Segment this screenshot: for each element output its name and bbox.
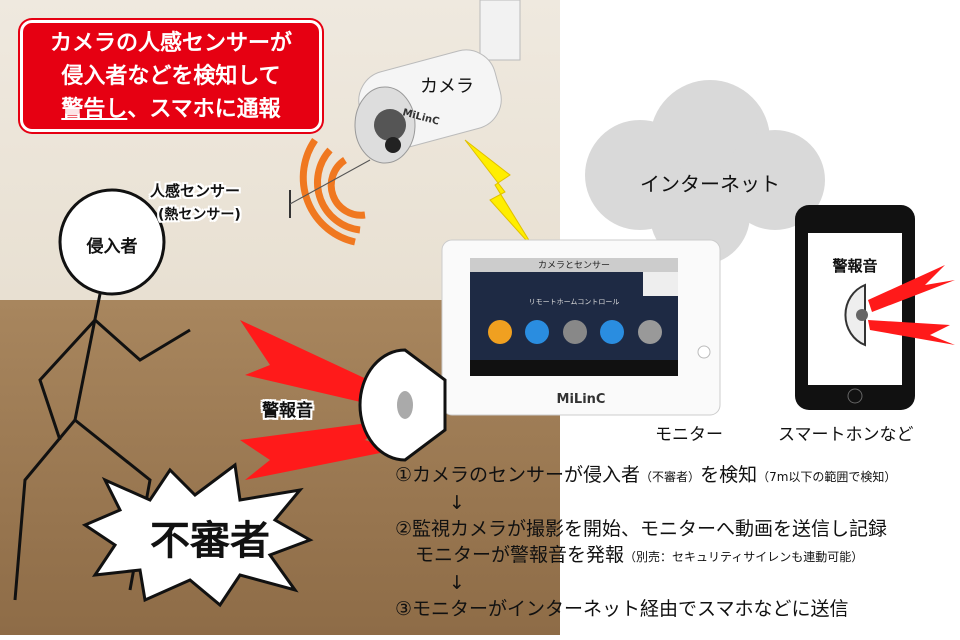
arrow-down-icon: ↓ bbox=[449, 572, 465, 594]
cloud-icon bbox=[585, 80, 825, 265]
monitor-illustration bbox=[441, 239, 721, 416]
arrow-down-icon: ↓ bbox=[449, 492, 465, 514]
callout-line: カメラの人感センサーが bbox=[49, 31, 292, 56]
cloud-label: インターネット bbox=[640, 172, 780, 196]
wireless-lightning-icon bbox=[464, 139, 536, 251]
smartphone-illustration bbox=[795, 205, 955, 410]
headline-callout: カメラの人感センサーが 侵入者などを検知して 警告し、スマホに通報 bbox=[20, 20, 322, 132]
monitor-label: モニター bbox=[655, 425, 723, 445]
alarm-label: 警報音 bbox=[262, 401, 313, 421]
monitor-screen-title: カメラとセンサー bbox=[537, 261, 610, 271]
step-1: ①カメラのセンサーが侵入者（不審者）を検知（7m以下の範囲で検知） bbox=[395, 464, 897, 486]
suspect-badge-text: 不審者 bbox=[150, 518, 270, 564]
sensor-label: 人感センサー bbox=[150, 182, 241, 200]
callout-emphasis: 警告し bbox=[61, 97, 128, 122]
process-steps: ①カメラのセンサーが侵入者（不審者）を検知（7m以下の範囲で検知） ↓ ②監視カ… bbox=[395, 462, 957, 620]
step-2b: モニターが警報音を発報（別売：セキュリティサイレンも連動可能） bbox=[415, 544, 864, 566]
step-2: ②監視カメラが撮影を開始、モニターへ動画を送信し記録 bbox=[395, 518, 888, 540]
callout-line: 侵入者などを検知して bbox=[61, 64, 281, 89]
starburst-badge bbox=[81, 462, 314, 608]
monitor-screen-subtitle: リモートホームコントロール bbox=[528, 298, 620, 306]
callout-line: 、スマホに通報 bbox=[127, 97, 281, 122]
intruder-label: 侵入者 bbox=[86, 237, 138, 257]
camera-illustration bbox=[354, 0, 521, 164]
monitor-brand-logo: MiLinC bbox=[556, 392, 606, 407]
phone-label: スマートホンなど bbox=[778, 425, 914, 445]
step-3: ③モニターがインターネット経由でスマホなどに送信 bbox=[395, 598, 849, 620]
intruder-figure bbox=[13, 188, 191, 601]
camera-label: カメラ bbox=[420, 76, 474, 97]
alarm-bolts-icon bbox=[240, 320, 395, 480]
sensor-waves-icon bbox=[299, 138, 366, 246]
phone-alarm-text: 警報音 bbox=[832, 257, 878, 275]
sensor-sublabel: (熱センサー) bbox=[158, 207, 241, 223]
